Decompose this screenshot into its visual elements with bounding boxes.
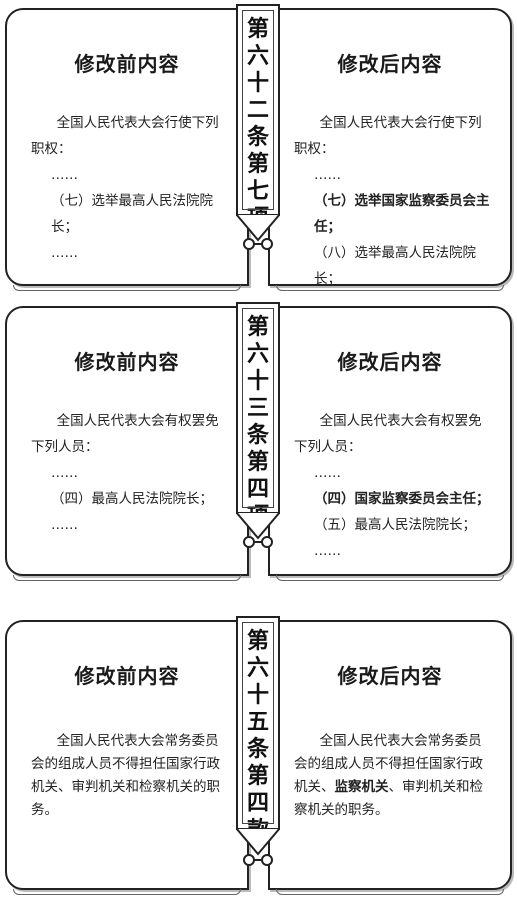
page-title: 修改前内容 [74,664,180,688]
intro-text: 全国人民代表大会行使下列职权： [31,115,219,157]
after-page: 修改后内容 全国人民代表大会有权罢免下列人员： …… （四）国家监察委员会主任；… [268,306,512,581]
ellipsis: …… [51,465,78,481]
page-body: 全国人民代表大会有权罢免下列人员： …… （四）国家监察委员会主任； （五）最高… [294,408,492,564]
page-title: 修改前内容 [74,350,180,374]
ellipsis: …… [51,167,78,183]
list-item: （八）选举最高人民法院院长； [314,245,476,287]
paragraph-text: 全国人民代表大会常务委员会的组成人员不得担任国家行政机关、监察机关、审判机关和检… [294,730,492,822]
paragraph-text-part: 、审判机关和检察机关的职务。 [294,779,483,818]
intro-text: 全国人民代表大会有权罢免下列人员： [294,413,482,455]
before-page: 修改前内容 全国人民代表大会行使下列职权： …… （七）选举最高人民法院院长； … [5,8,249,291]
ellipsis: …… [51,517,78,533]
list-item-new: （四）国家监察委员会主任； [314,491,490,507]
after-page: 修改后内容 全国人民代表大会行使下列职权： …… （七）选举国家监察委员会主任；… [268,8,512,313]
page-body: 全国人民代表大会行使下列职权： …… （七）选举国家监察委员会主任； （八）选举… [294,110,492,318]
binding-rings [240,852,276,866]
bookmark-ribbon: 第六十五条第四款 [236,616,280,843]
binding-rings [240,534,276,548]
before-page: 修改前内容 全国人民代表大会有权罢免下列人员： …… （四）最高人民法院院长； … [5,306,249,581]
ellipsis: …… [51,245,78,261]
ellipsis: …… [314,543,341,559]
before-page: 修改前内容 全国人民代表大会常务委员会的组成人员不得担任国家行政机关、审判机关和… [5,620,249,895]
page-body: 全国人民代表大会常务委员会的组成人员不得担任国家行政机关、监察机关、审判机关和检… [294,730,492,822]
bookmark-ribbon: 第六十三条第四项 [236,302,280,529]
article-label: 第六十五条第四款 [246,629,269,843]
ellipsis: …… [314,167,341,183]
inserted-text: 监察机关 [334,779,389,795]
page-body: 全国人民代表大会常务委员会的组成人员不得担任国家行政机关、审判机关和检察机关的职… [31,730,229,822]
list-item: （七）选举最高人民法院院长； [51,193,213,235]
page-body: 全国人民代表大会有权罢免下列人员： …… （四）最高人民法院院长； …… [31,408,229,538]
comparison-book-2: 修改前内容 全国人民代表大会有权罢免下列人员： …… （四）最高人民法院院长； … [0,302,517,581]
ribbon-tip [236,512,280,540]
article-label: 第六十二条第七项 [246,17,269,231]
bookmark-ribbon: 第六十二条第七项 [236,4,280,231]
ellipsis: …… [314,465,341,481]
intro-text: 全国人民代表大会有权罢免下列人员： [31,413,219,455]
page-body: 全国人民代表大会行使下列职权： …… （七）选举最高人民法院院长； …… [31,110,229,266]
comparison-book-3: 修改前内容 全国人民代表大会常务委员会的组成人员不得担任国家行政机关、审判机关和… [0,616,517,895]
comparison-book-1: 修改前内容 全国人民代表大会行使下列职权： …… （七）选举最高人民法院院长； … [0,4,517,313]
after-page: 修改后内容 全国人民代表大会常务委员会的组成人员不得担任国家行政机关、监察机关、… [268,620,512,895]
list-item: （五）最高人民法院院长； [314,517,476,533]
page-title: 修改后内容 [337,52,443,76]
list-item-new: （七）选举国家监察委员会主任； [314,193,490,235]
article-label: 第六十三条第四项 [246,315,269,529]
ribbon-tip [236,214,280,242]
intro-text: 全国人民代表大会行使下列职权： [294,115,482,157]
page-title: 修改前内容 [74,52,180,76]
ribbon-tip [236,828,280,856]
list-item: （四）最高人民法院院长； [51,491,213,507]
binding-rings [240,236,276,250]
paragraph-text-part: 全国人民代表大会常务委员会的组成人员不得担任国家行政机关、 [294,733,483,795]
page-title: 修改后内容 [337,350,443,374]
paragraph-text: 全国人民代表大会常务委员会的组成人员不得担任国家行政机关、审判机关和检察机关的职… [31,733,220,818]
page-title: 修改后内容 [337,664,443,688]
